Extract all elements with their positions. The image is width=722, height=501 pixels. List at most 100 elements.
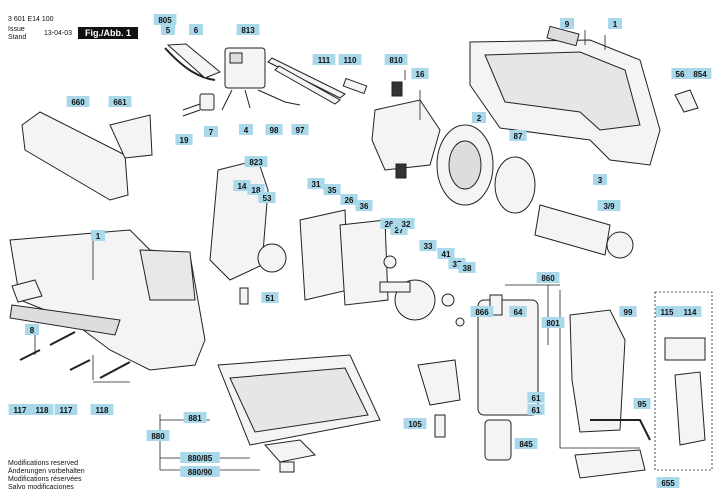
ring-38 [455,317,465,327]
callout-text: 1 [613,20,618,29]
callout-box [560,18,574,29]
callout-box [541,317,565,328]
plate-35 [339,219,389,306]
footer-line: Modifications reserved [8,460,79,467]
callout-881: 881 [183,412,207,423]
callout-text: 118 [36,406,49,415]
footer-line: Änderungen vorbehalten [8,468,85,475]
callout-text: 880/90 [188,468,213,477]
callout-text: 98 [270,126,279,135]
callout-box [204,126,218,137]
callout-3: 3 [593,174,607,185]
issue-date: 13-04-03 [44,30,73,37]
stand-label: Stand [8,34,27,41]
callout-26a: 26 [340,194,358,205]
callout-box [189,24,203,35]
callout-box [509,130,527,141]
footer-line: Modifications réservées [8,476,82,483]
callout-88090: 880/90 [180,466,220,477]
callout-6: 6 [189,24,203,35]
callout-text: 32 [402,220,411,229]
part-drawings [9,25,706,479]
brush-holder [371,99,441,171]
callout-box [153,14,177,25]
callout-text: 87 [514,132,523,141]
callout-text: 880/85 [188,454,213,463]
callout-box [307,178,325,189]
part-95 [590,419,651,441]
screws-7-19 [182,103,201,117]
callout-text: 110 [344,56,357,65]
callout-text: 38 [463,264,472,273]
callout-box [593,174,607,185]
callout-117a: 117 [8,404,32,415]
callout-box [175,134,193,145]
callout-box [233,180,251,191]
callout-text: 95 [638,400,647,409]
callout-box [183,412,207,423]
callout-box [403,418,427,429]
part-845 [484,419,512,461]
callout-box [470,306,494,317]
callout-text: 114 [684,308,697,317]
callout-27: 27 [390,224,408,235]
callout-text: 36 [360,202,369,211]
callout-4: 4 [239,124,253,135]
callout-655: 655 [656,477,680,488]
callout-box [66,96,90,107]
callout-text: 7 [209,128,214,137]
part-8-a [11,279,43,303]
cable-sleeve [166,43,221,79]
callout-118b: 118 [90,404,114,415]
callout-box [91,230,105,241]
callout-87: 87 [509,130,527,141]
callout-88085: 880/85 [180,452,220,463]
fan-87 [494,156,536,214]
callout-860: 860 [536,272,560,283]
part-56 [674,89,699,113]
callout-text: 6 [194,26,199,35]
callout-box [239,124,253,135]
callout-35: 35 [323,184,341,195]
callout-box [244,156,268,167]
callout-118a: 118 [30,404,54,415]
callout-37: 37 [448,258,466,269]
callout-box [384,54,408,65]
callout-text: 813 [241,26,255,35]
callout-box [258,192,276,203]
part-9 [546,25,580,47]
callout-text: 53 [263,194,272,203]
callout-99: 99 [619,306,637,317]
callout-813: 813 [236,24,260,35]
figure-label: Fig./Abb. 1 [78,27,138,39]
callout-box [236,24,260,35]
callout-9: 9 [560,18,574,29]
callout-box [180,466,220,477]
plate-110 [342,77,368,95]
part-880-85 [264,439,317,463]
callout-33: 33 [419,240,437,251]
callout-text: 866 [475,308,489,317]
callout-5: 5 [161,24,175,35]
callout-box [688,68,712,79]
callout-105: 105 [403,418,427,429]
callout-18: 18 [247,184,265,195]
callout-box [633,398,651,409]
callout-box [380,218,398,229]
callout-box [411,68,429,79]
callout-854: 854 [688,68,712,79]
switch-detail [229,52,243,64]
wires [221,89,301,111]
callout-box [527,392,545,403]
callout-text: 3/9 [603,202,615,211]
callout-41: 41 [437,248,455,259]
callout-text: 854 [693,70,707,79]
shaft-32 [379,281,411,293]
callout-text: 655 [661,479,675,488]
callout-text: 860 [541,274,555,283]
callout-box [509,306,527,317]
callout-text: 18 [252,186,261,195]
power-cable [164,47,216,81]
callout-31: 31 [307,178,325,189]
